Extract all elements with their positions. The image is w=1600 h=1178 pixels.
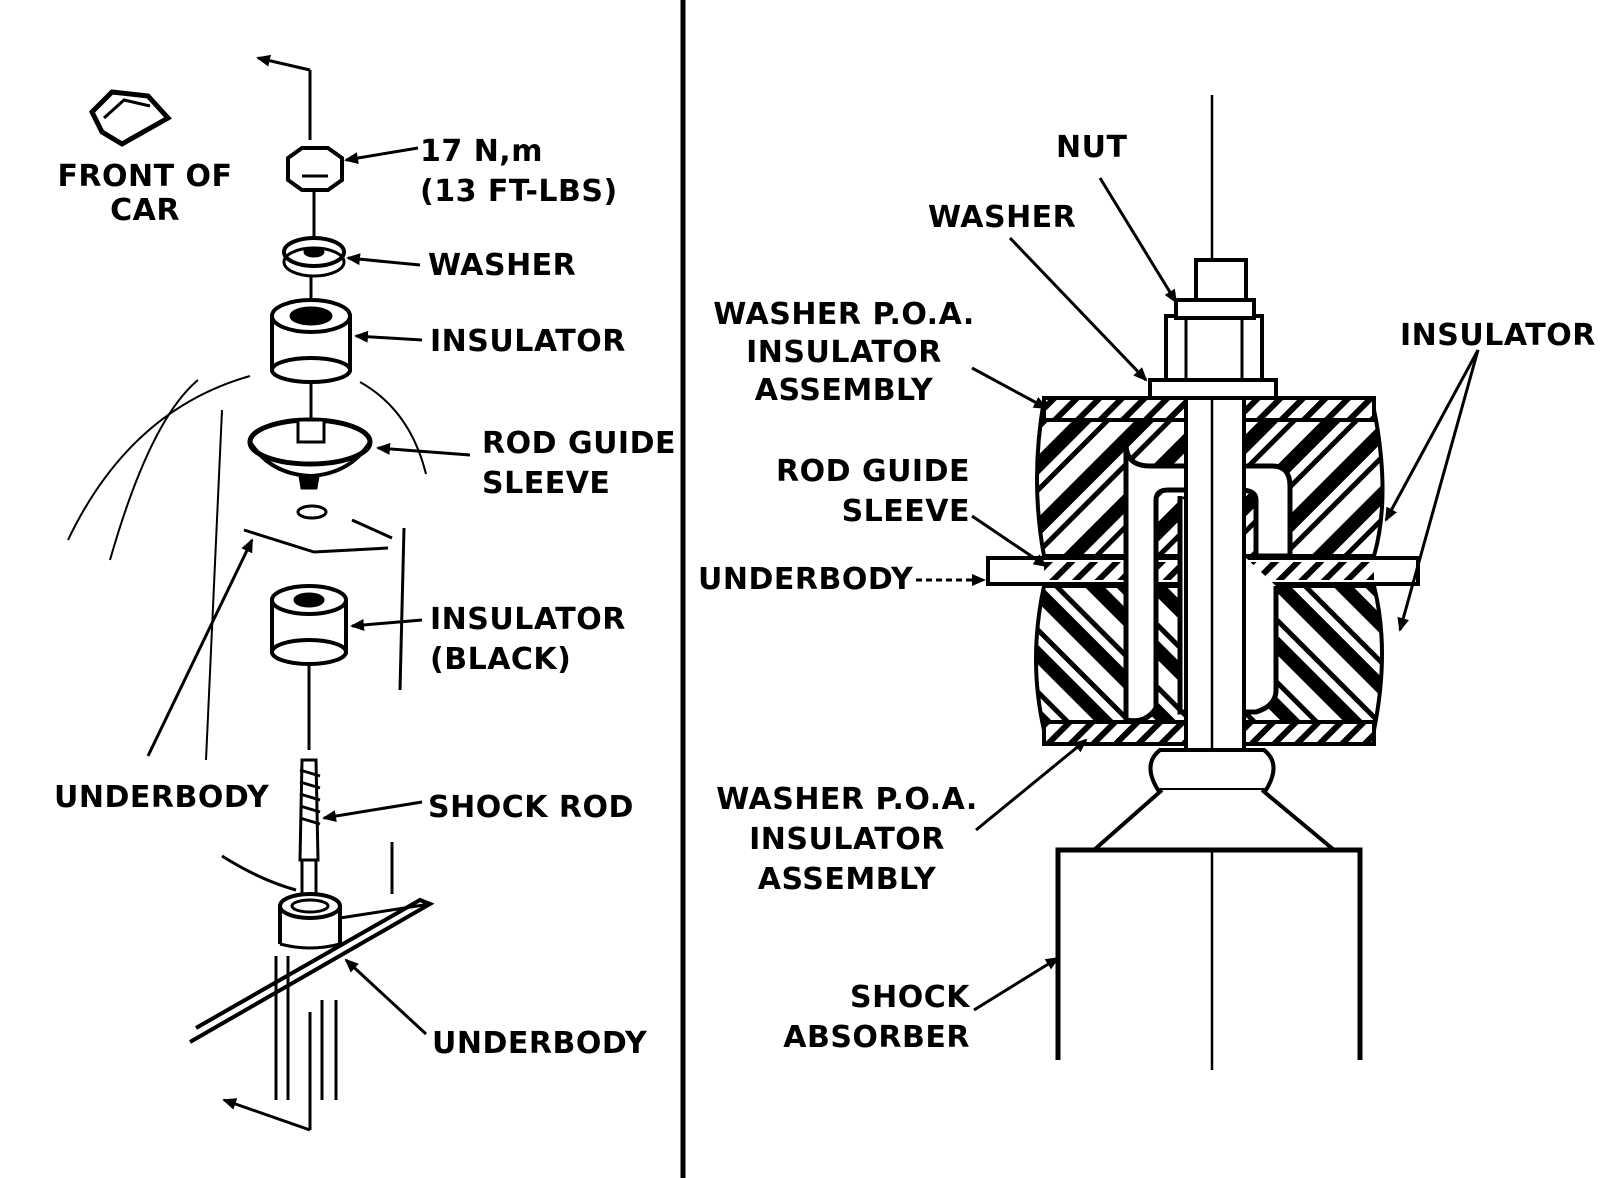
insulator-part (270, 298, 352, 384)
washer-label: WASHER (428, 248, 577, 283)
nut-section (1164, 298, 1264, 384)
front-of-car-label: FRONT OF CAR (57, 159, 233, 228)
right-section-view (916, 95, 1480, 1070)
underbody-bottom-label: UNDERBODY (432, 1026, 648, 1061)
nut-label: NUT (1056, 130, 1128, 165)
left-exploded-view (67, 54, 471, 1132)
insulator-black-part (270, 584, 348, 666)
front-of-car-arrow-icon (88, 89, 172, 147)
insulator-black-label: INSULATOR (BLACK) (430, 602, 626, 677)
washer-section (1148, 378, 1278, 400)
shock-absorber-section (1055, 748, 1363, 1060)
shock-rod-section (1184, 378, 1246, 752)
rod-guide-sleeve-section (1123, 443, 1293, 724)
underbody-side-label: UNDERBODY (54, 780, 270, 815)
rod-guide-sleeve-part (247, 417, 373, 490)
torque-label: 17 N,m (13 FT-LBS) (420, 134, 618, 209)
nut-part (286, 146, 344, 192)
shock-rod-part (298, 758, 321, 900)
rod-guide-sleeve-label: ROD GUIDE SLEEVE (482, 426, 676, 501)
washer-right-label: WASHER (928, 200, 1077, 235)
washer-poa-top-label: WASHER P.O.A. INSULATOR ASSEMBLY (713, 297, 975, 408)
shock-absorber-label: SHOCK ABSORBER (783, 980, 970, 1055)
shock-rod-label: SHOCK ROD (428, 790, 634, 825)
shock-body-part (274, 892, 342, 1100)
rod-guide-sleeve-right-label: ROD GUIDE SLEEVE (776, 454, 970, 529)
washer-poa-bottom-label: WASHER P.O.A. INSULATOR ASSEMBLY (716, 782, 978, 897)
insulator-label: INSULATOR (430, 324, 626, 359)
washer-part (282, 236, 346, 278)
underbody-right-label: UNDERBODY (698, 562, 914, 597)
insulator-right-label: INSULATOR (1400, 318, 1596, 353)
